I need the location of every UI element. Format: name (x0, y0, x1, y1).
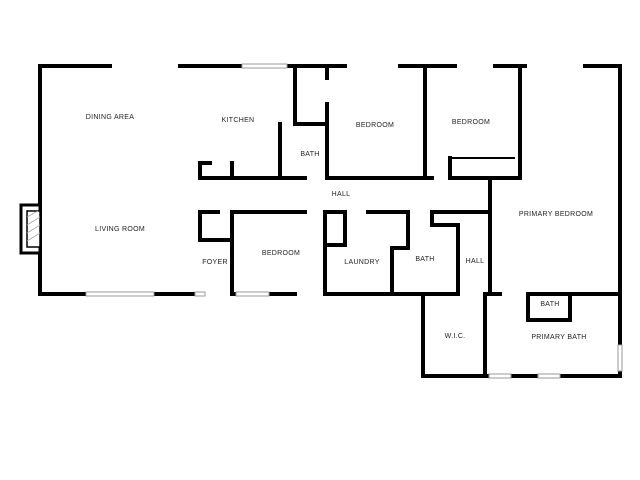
label-primary-bath: PRIMARY BATH (531, 334, 586, 341)
label-bath-1: BATH (300, 151, 319, 158)
label-primary-bedroom: PRIMARY BEDROOM (519, 211, 593, 218)
room-labels: DINING AREA KITCHEN BEDROOM BEDROOM BATH… (86, 114, 593, 341)
label-hall-2: HALL (466, 258, 485, 265)
label-foyer: FOYER (202, 259, 228, 266)
outer-walls (38, 64, 622, 378)
label-dining-area: DINING AREA (86, 114, 134, 121)
label-bath-2: BATH (415, 256, 434, 263)
windows (85, 63, 623, 379)
label-bedroom-2: BEDROOM (452, 119, 490, 126)
label-hall-1: HALL (332, 191, 351, 198)
label-bedroom-1: BEDROOM (356, 122, 394, 129)
interior-walls (198, 64, 622, 378)
label-laundry: LAUNDRY (344, 259, 379, 266)
label-bedroom-3: BEDROOM (262, 250, 300, 257)
label-wic: W.I.C. (445, 333, 466, 340)
label-kitchen: KITCHEN (222, 117, 255, 124)
label-living-room: LIVING ROOM (95, 226, 145, 233)
label-bath-3: BATH (540, 301, 559, 308)
fireplace (19, 203, 42, 255)
